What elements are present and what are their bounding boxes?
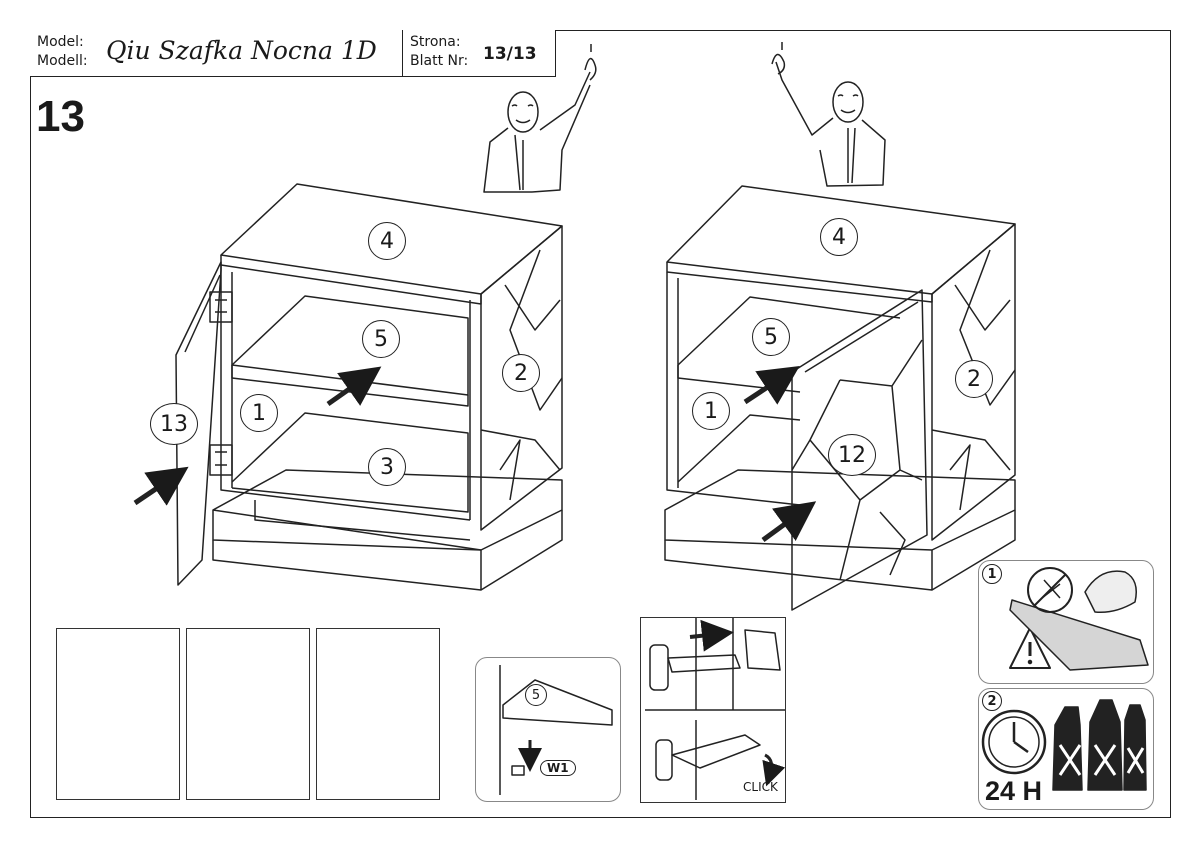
hinge-step-2-box	[186, 628, 310, 800]
part-label-side: 2	[955, 360, 993, 398]
person-left-illustration	[483, 44, 597, 193]
part-label-top: 4	[368, 222, 406, 260]
page-label-2: Blatt Nr:	[410, 53, 469, 69]
click-label: CLICK	[743, 780, 778, 794]
hinge-click-box	[640, 617, 786, 803]
shelf-pin-part-label: 5	[525, 684, 547, 706]
fitting-w1-label: W1	[540, 760, 576, 776]
warning-number: 1	[982, 564, 1002, 584]
wait-24h-icon	[981, 699, 1147, 791]
page-number: 13/13	[483, 44, 537, 64]
page-cell: Strona: Blatt Nr: 13/13	[403, 30, 555, 76]
shelf-pin-detail	[499, 665, 613, 795]
part-label-bottom: 3	[368, 448, 406, 486]
hinge-click-detail	[645, 617, 786, 800]
part-label-shelf: 5	[362, 320, 400, 358]
warning-care-icon	[1009, 567, 1149, 671]
part-label-shelf: 5	[752, 318, 790, 356]
title-block: Model: Modell: Qiu Szafka Nocna 1D Stron…	[30, 30, 556, 77]
hinge-step-3-box	[316, 628, 440, 800]
part-label-left-side: 1	[240, 394, 278, 432]
part-label-side: 2	[502, 354, 540, 392]
wait-number: 2	[982, 691, 1002, 711]
warning-box	[978, 560, 1154, 684]
part-label-left-side: 1	[692, 392, 730, 430]
wait-24h-text: 24 H	[985, 776, 1043, 806]
model-name: Qiu Szafka Nocna 1D	[106, 36, 377, 65]
step-number: 13	[36, 92, 85, 141]
model-cell: Model: Modell: Qiu Szafka Nocna 1D	[30, 30, 403, 76]
page-frame	[30, 30, 1171, 818]
hinge-step-1-box	[56, 628, 180, 800]
page-label-1: Strona:	[410, 34, 461, 50]
shelf-pin-box	[475, 657, 621, 802]
wait-box	[978, 688, 1154, 810]
model-label-2: Modell:	[37, 53, 88, 69]
part-label-top: 4	[820, 218, 858, 256]
model-label-1: Model:	[37, 34, 84, 50]
part-label-door: 13	[150, 403, 198, 445]
part-label-door: 12	[828, 434, 876, 476]
person-right-illustration	[771, 42, 886, 187]
